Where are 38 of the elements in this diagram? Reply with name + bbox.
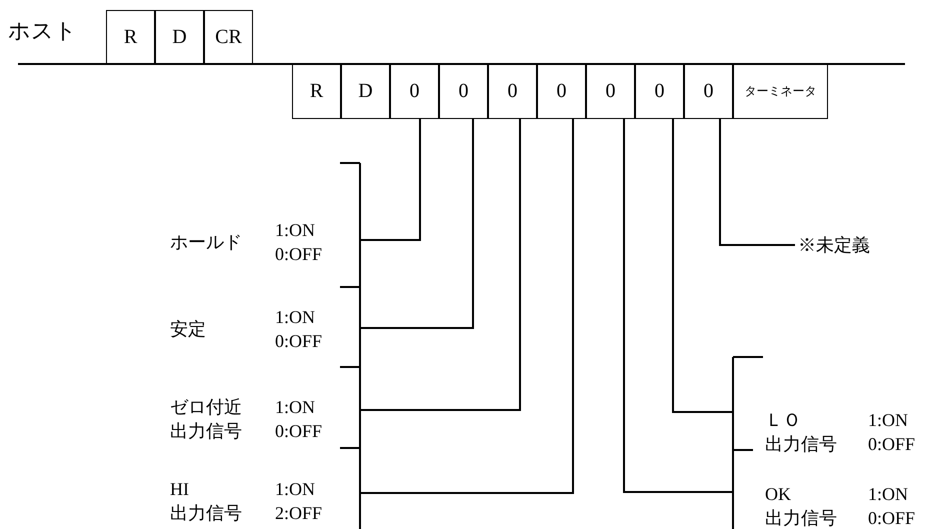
- frame-cell: CR: [204, 10, 253, 64]
- bit-values: 1:ON 0:OFF: [868, 409, 916, 456]
- bit-name: ゼロ付近: [170, 396, 242, 419]
- bit-name: OK: [765, 483, 791, 506]
- bit-name: ＬＯ: [765, 409, 801, 432]
- bit-name: 安定: [170, 318, 206, 341]
- frame-cell: 0: [390, 64, 439, 119]
- bit-values: 1:ON 0:OFF: [275, 306, 324, 353]
- bit-values: 1:ON 2:OFF: [275, 478, 324, 525]
- leader-line: [719, 119, 795, 246]
- bit-name: 出力信号: [170, 420, 242, 443]
- leader-line: [360, 119, 421, 241]
- row-label: ホスト: [8, 17, 77, 45]
- frame-cell: R: [292, 64, 341, 119]
- frame-cell: 0: [439, 64, 488, 119]
- frame-cell: R: [106, 10, 155, 64]
- leader-line: [672, 119, 733, 413]
- bit-name: ホールド: [170, 231, 242, 254]
- bit-values: 1:ON 0:OFF: [868, 483, 916, 529]
- frame-cell: 0: [586, 64, 635, 119]
- frame-cell: D: [341, 64, 390, 119]
- bit-name: ※未定義: [798, 234, 870, 257]
- frame-cell: 0: [635, 64, 684, 119]
- bit-name: 出力信号: [765, 433, 837, 456]
- leader-line: [360, 119, 521, 411]
- bit-values: 1:ON 0:OFF: [275, 396, 324, 443]
- leader-line: [360, 119, 574, 494]
- bit-name: HI: [170, 478, 189, 501]
- leader-line: [360, 119, 474, 329]
- bit-name: 出力信号: [170, 502, 242, 525]
- bit-name: 出力信号: [765, 507, 837, 529]
- frame-cell: ターミネータ: [733, 64, 828, 119]
- frame-cell: 0: [684, 64, 733, 119]
- frame-cell: D: [155, 10, 204, 64]
- frame-cell: 0: [488, 64, 537, 119]
- bit-values: 1:ON 0:OFF: [275, 219, 324, 266]
- frame-cell: 0: [537, 64, 586, 119]
- leader-line: [623, 119, 733, 493]
